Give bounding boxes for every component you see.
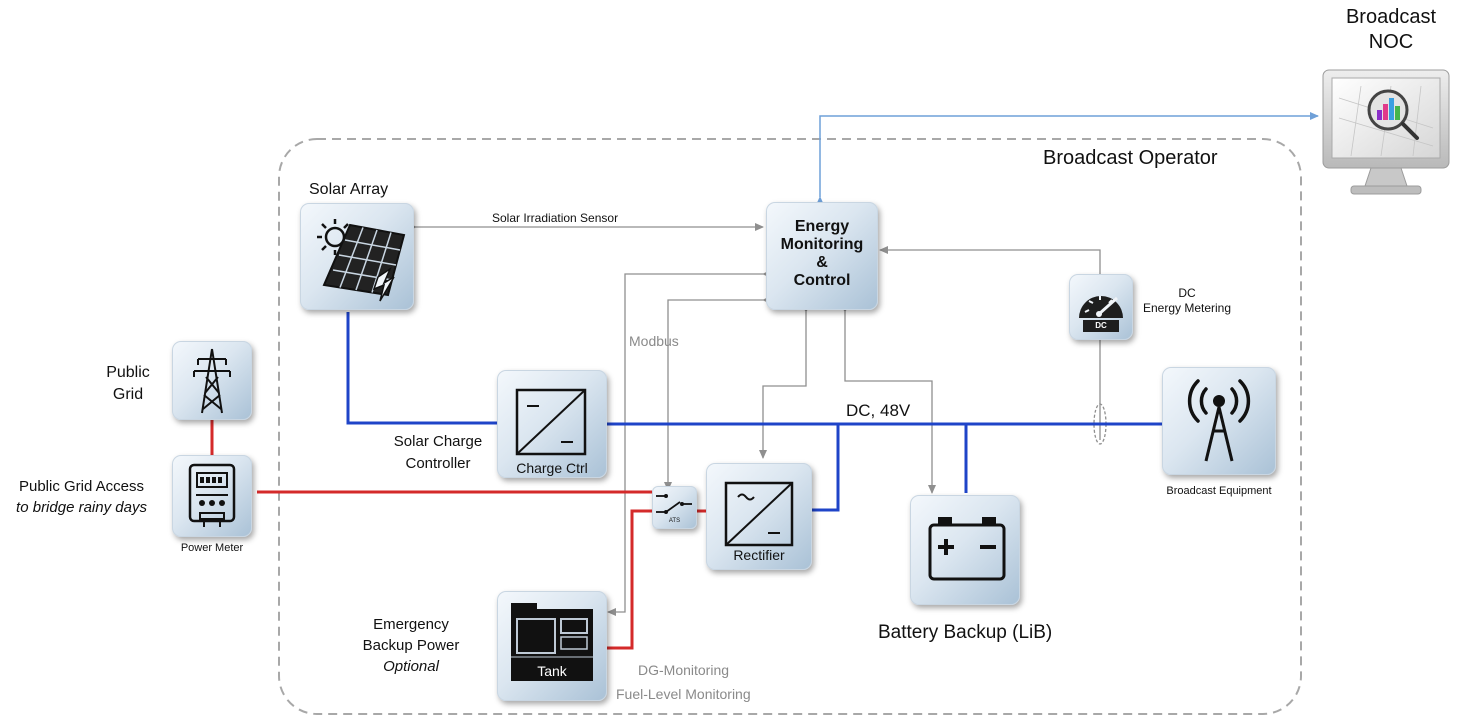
- transmission-tower-icon: [193, 348, 231, 414]
- noc-link: [816, 112, 1319, 205]
- energy-monitoring-node[interactable]: Energy Monitoring & Control: [766, 202, 878, 310]
- generator-label: Emergency Backup Power Optional: [350, 614, 472, 677]
- public-grid-label: Public Grid: [96, 362, 160, 406]
- broadcast-equipment-label: Broadcast Equipment: [1166, 485, 1272, 497]
- solar-array-node[interactable]: [300, 203, 414, 310]
- battery-icon: [928, 517, 1006, 581]
- charge-controller-label-line2: Controller: [405, 455, 471, 472]
- antenna-tower-icon: [1187, 379, 1251, 462]
- battery-control-link: [841, 304, 936, 494]
- dc-metering-label-line2: Energy Metering: [1142, 301, 1232, 315]
- rectifier-inner-label: Rectifier: [733, 547, 785, 563]
- public-grid-access-line1: Public Grid Access: [18, 478, 145, 495]
- noc-label-line2: NOC: [1368, 31, 1414, 53]
- modbus-label: Modbus: [629, 333, 679, 349]
- dc-metering-icon-text: DC: [1095, 321, 1107, 330]
- fuel-level-label: Fuel-Level Monitoring: [616, 686, 751, 702]
- battery-node[interactable]: [910, 495, 1020, 605]
- public-grid-access-label: Public Grid Access to bridge rainy days: [4, 476, 159, 518]
- power-meter-label: Power Meter: [180, 542, 244, 554]
- solar-dc-line: [346, 312, 498, 425]
- energy-monitoring-line2: Monitoring: [780, 236, 864, 253]
- rectifier-control-link: [759, 304, 810, 459]
- gauge-icon: [1079, 296, 1123, 332]
- public-grid-node[interactable]: [172, 341, 252, 420]
- charge-controller-inner-label: Charge Ctrl: [516, 460, 588, 476]
- charge-controller-label: Solar Charge Controller: [378, 431, 498, 475]
- energy-monitoring-line3: &: [816, 254, 828, 271]
- charge-controller-node[interactable]: Charge Ctrl: [497, 370, 607, 478]
- dc-metering-label-line1: DC: [1178, 286, 1196, 300]
- rectifier-node[interactable]: Rectifier: [706, 463, 812, 570]
- noc-label: Broadcast NOC: [1336, 5, 1446, 55]
- solar-array-label: Solar Array: [309, 181, 389, 198]
- charge-controller-label-line1: Solar Charge: [393, 433, 483, 450]
- power-meter-node[interactable]: [172, 455, 252, 537]
- ats-node[interactable]: ATS: [652, 486, 697, 529]
- dc-dc-converter-icon: [515, 388, 587, 456]
- generator-node[interactable]: Tank: [497, 591, 607, 701]
- dg-monitoring-label: DG-Monitoring: [638, 662, 730, 678]
- generator-label-line1: Emergency: [373, 616, 449, 633]
- energy-monitoring-line1: Energy: [794, 218, 850, 235]
- modbus-link-b: [664, 296, 771, 491]
- generator-icon: [511, 603, 593, 681]
- transfer-switch-icon: [656, 494, 692, 514]
- operator-boundary: [278, 138, 1302, 715]
- dc-metering-link: [879, 246, 1101, 342]
- generator-tank-label: Tank: [537, 663, 567, 679]
- solar-panel-icon: [317, 219, 406, 302]
- ac-dc-converter-icon: [724, 481, 794, 547]
- noc-monitor-icon: [1322, 69, 1450, 195]
- power-meter-icon: [188, 463, 236, 527]
- modbus-link-a: [624, 270, 771, 420]
- public-grid-access-line2: to bridge rainy days: [16, 499, 147, 516]
- operator-title: Broadcast Operator: [1043, 147, 1218, 169]
- dc-bus-label: DC, 48V: [846, 401, 911, 420]
- dg-monitoring-link: [607, 420, 626, 616]
- noc-label-line1: Broadcast: [1345, 6, 1437, 28]
- public-grid-label-line1: Public: [106, 364, 150, 381]
- dc-metering-node[interactable]: DC: [1069, 274, 1133, 340]
- public-grid-label-line2: Grid: [112, 386, 144, 403]
- generator-ac-line: [606, 509, 652, 650]
- broadcast-equipment-node[interactable]: [1162, 367, 1276, 475]
- solar-irradiation-label: Solar Irradiation Sensor: [492, 211, 619, 225]
- rectifier-dc-line: [812, 424, 840, 512]
- generator-label-line2: Backup Power: [362, 637, 460, 654]
- dc-metering-label: DC Energy Metering: [1132, 286, 1242, 316]
- generator-label-line3: Optional: [383, 658, 439, 675]
- battery-label: Battery Backup (LiB): [878, 622, 1053, 643]
- energy-monitoring-line4: Control: [793, 272, 851, 289]
- ats-icon-text: ATS: [668, 518, 681, 524]
